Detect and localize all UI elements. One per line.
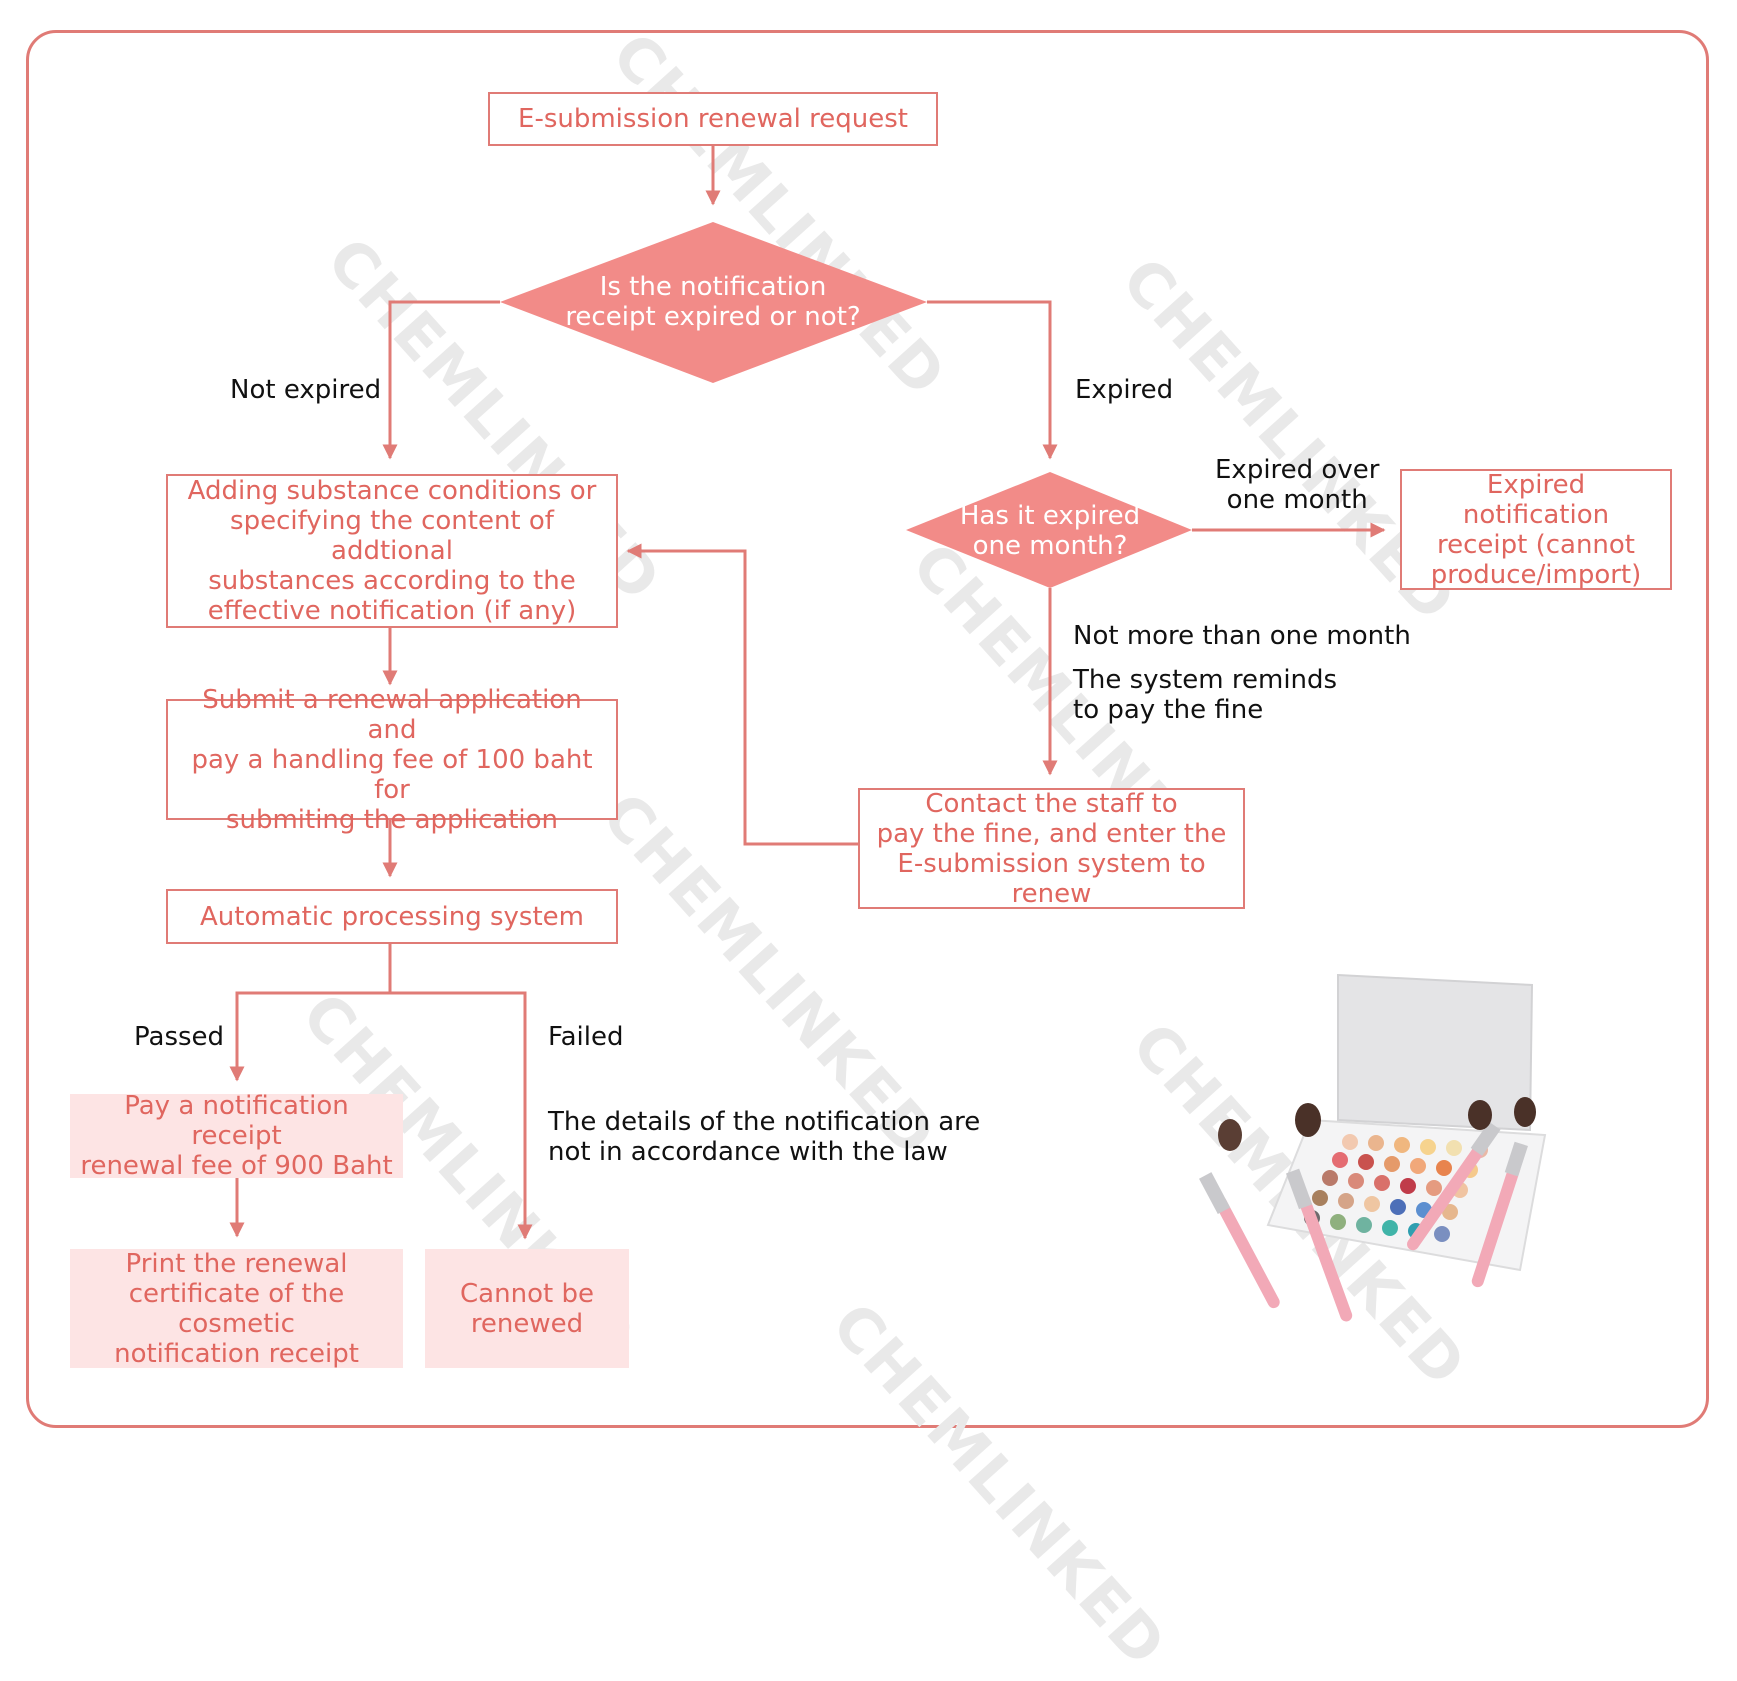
label-expired-over: Expired over one month (1215, 455, 1380, 515)
label-reminder: The system reminds to pay the fine (1073, 665, 1338, 725)
decision1-text: Is the notification receipt expired or n… (565, 272, 861, 332)
arrow-passed (229, 944, 392, 1082)
adding-substance-box: Adding substance conditions or specifyin… (166, 474, 618, 628)
label-not-expired: Not expired (230, 375, 382, 405)
expired-result-box: Expired notification receipt (cannot pro… (1400, 469, 1672, 590)
eyeshadow-palette-illustration (1199, 973, 1547, 1322)
arrow-failed (390, 991, 533, 1240)
arrow-not-expired (382, 300, 500, 460)
submit-application-box: Submit a renewal application and pay a h… (166, 685, 618, 835)
diagram-frame (26, 30, 1709, 1428)
arrow-expired (927, 300, 1058, 460)
label-failed-reason: The details of the notification are not … (548, 1107, 981, 1167)
print-certificate-box: Print the renewal certificate of the cos… (70, 1249, 403, 1369)
decision2-diamond (906, 472, 1192, 588)
flow-connectors (229, 146, 1386, 1240)
contact-staff-box: Contact the staff to pay the fine, and e… (858, 788, 1245, 909)
decision2-text: Has it expired one month? (959, 501, 1141, 561)
label-expired: Expired (1075, 375, 1174, 405)
pay-renewal-fee-box: Pay a notification receipt renewal fee o… (70, 1091, 403, 1181)
arrow-contact-to-adding (626, 543, 858, 846)
decision1-diamond (500, 222, 927, 383)
cannot-renew-box: Cannot be renewed (425, 1249, 629, 1368)
label-failed: Failed (548, 1022, 624, 1052)
automatic-processing-box: Automatic processing system (166, 889, 618, 944)
label-passed: Passed (134, 1022, 225, 1052)
label-not-more: Not more than one month (1073, 621, 1411, 651)
start-box: E-submission renewal request (488, 92, 938, 146)
